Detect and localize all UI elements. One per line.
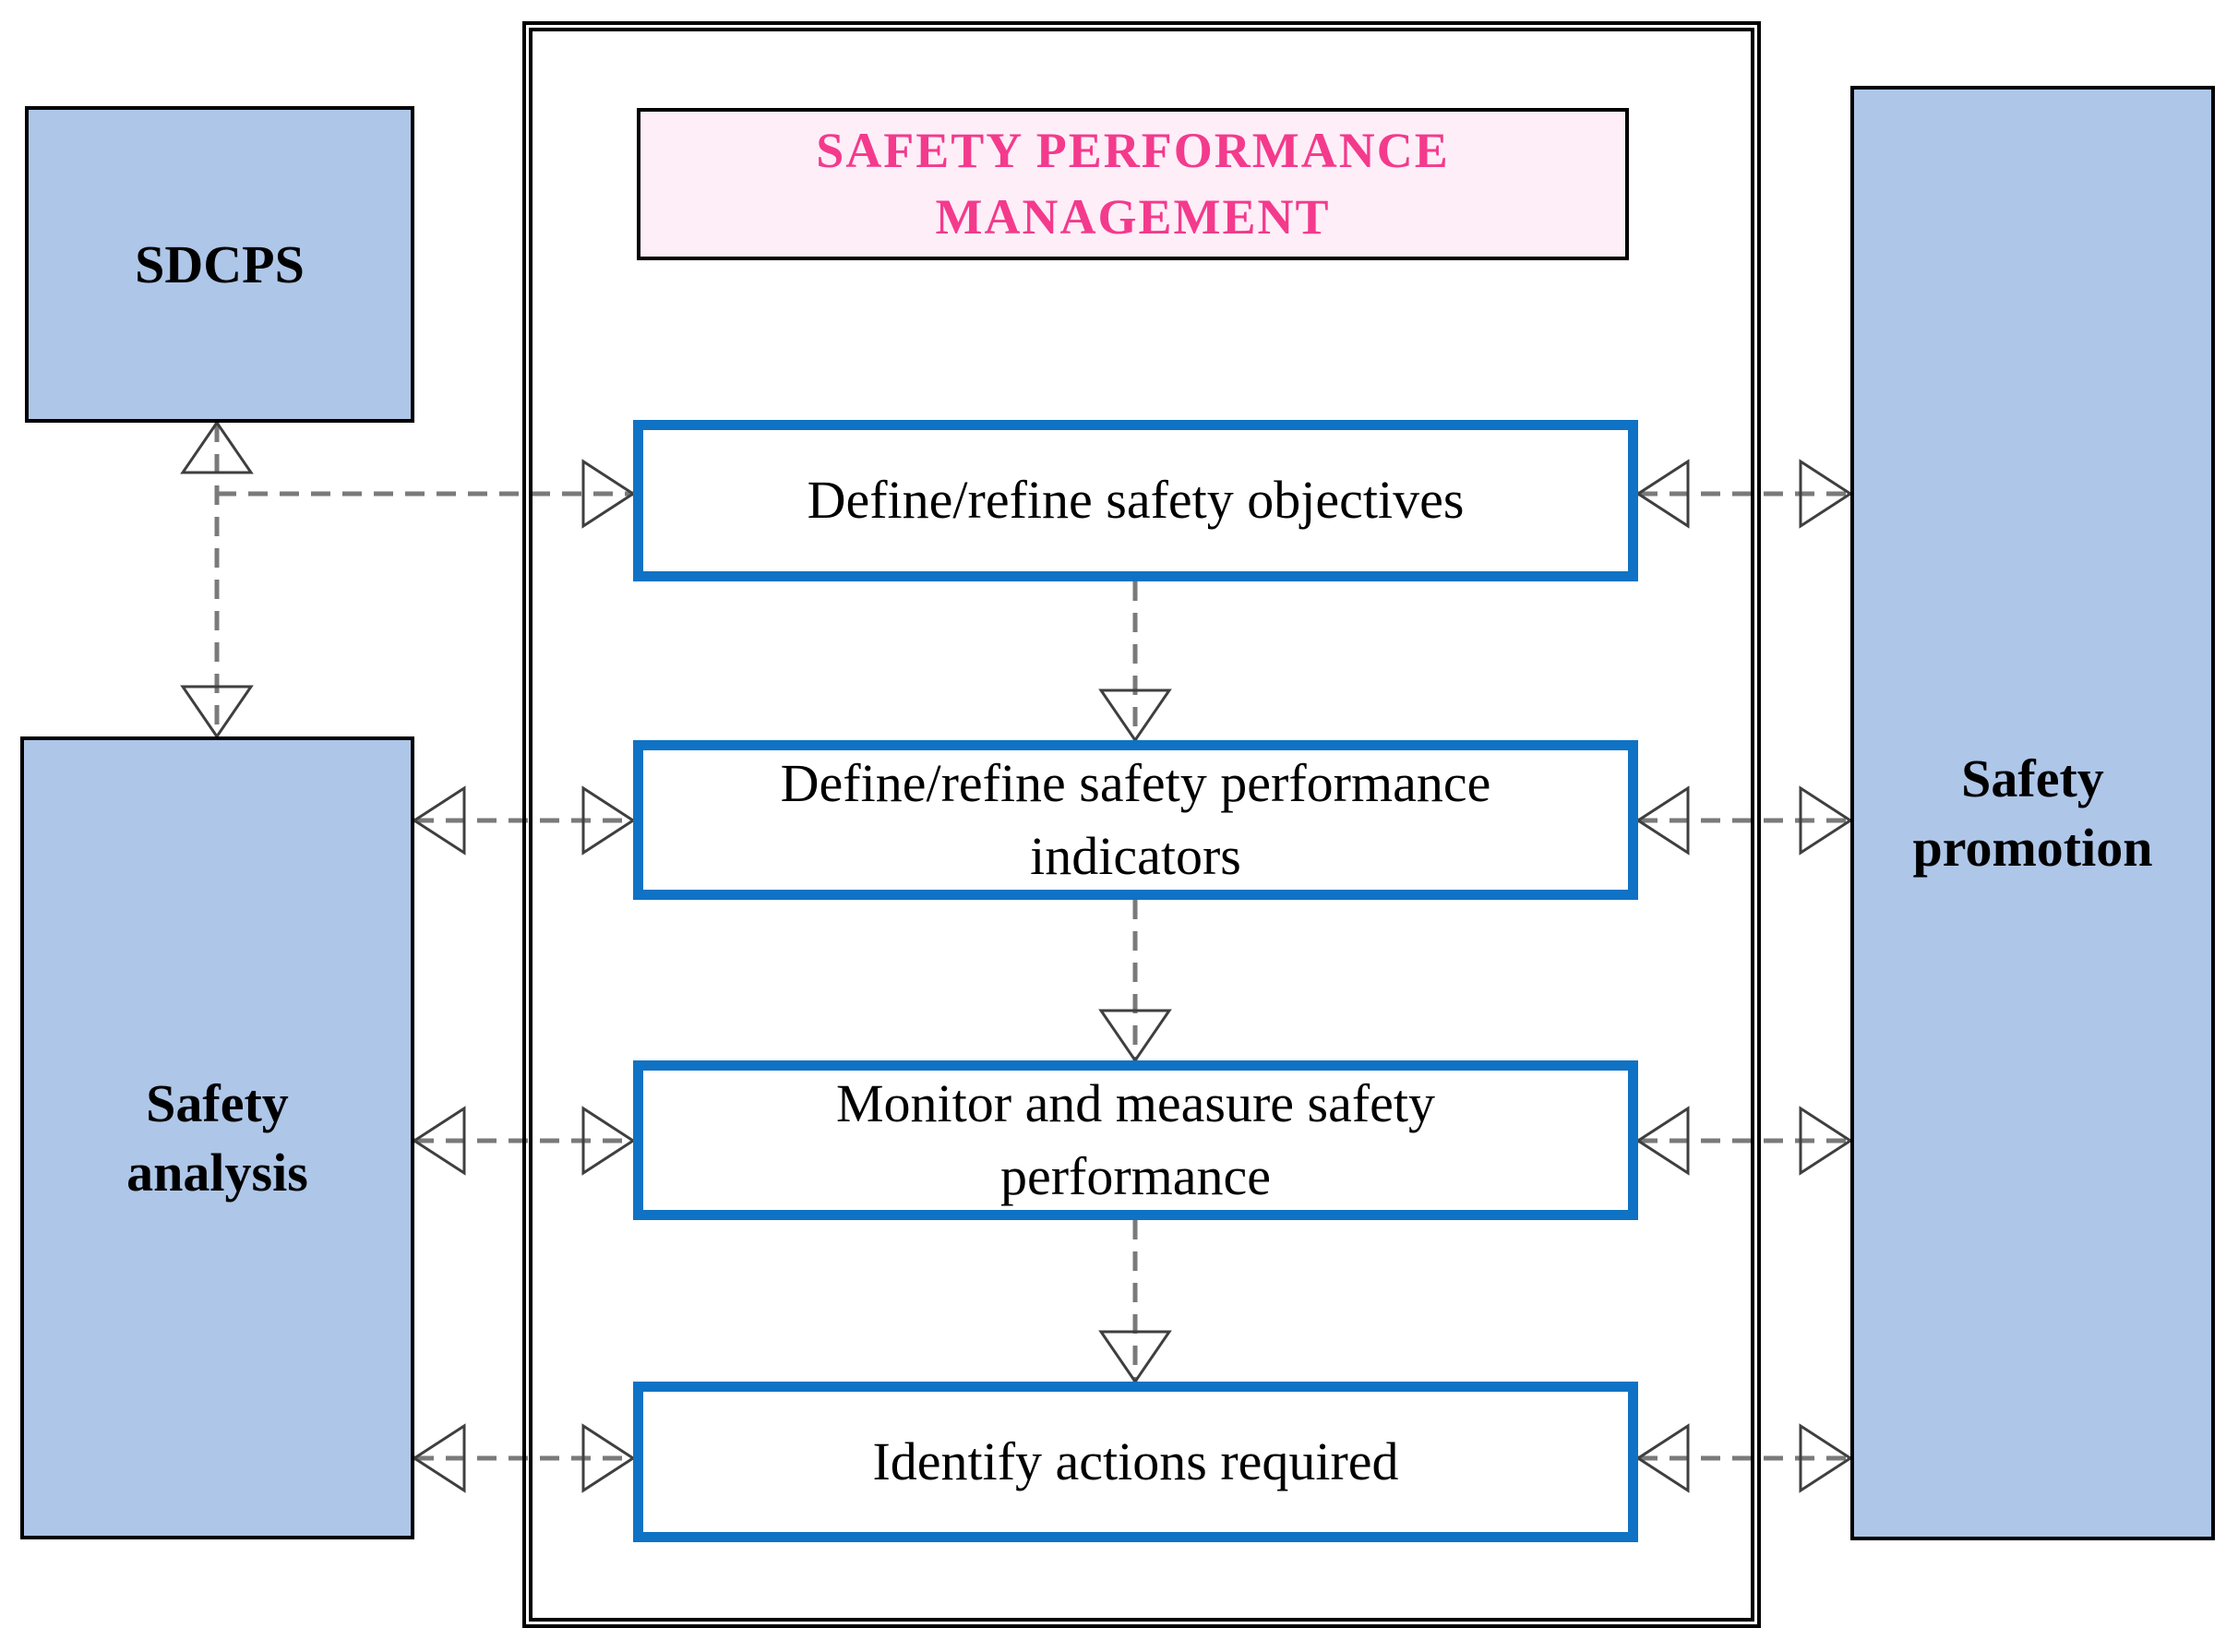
arrow-down-icon	[180, 685, 254, 739]
arrow-left-icon	[412, 785, 466, 856]
sdcps-node: SDCPS	[25, 106, 414, 423]
arrow-left-icon	[412, 1106, 466, 1176]
step-label: Define/refine safety objectives	[807, 470, 1465, 531]
sdcps-analysis-connector	[180, 420, 254, 739]
diagram-title-box: SAFETY PERFORMANCE MANAGEMENT	[637, 108, 1629, 260]
arrow-right-icon	[581, 1423, 636, 1493]
arrow-down-icon	[1098, 688, 1172, 743]
arrow-down-icon	[1098, 1009, 1172, 1063]
diagram-title-line2: MANAGEMENT	[935, 188, 1331, 245]
arrow-right-icon	[581, 1106, 636, 1176]
diagram-title-line1: SAFETY PERFORMANCE	[816, 123, 1450, 179]
step2-step3-connector	[1098, 900, 1172, 1063]
safety-promotion-node: Safety promotion	[1850, 86, 2215, 1540]
safety-performance-management-frame	[522, 21, 1761, 1628]
safety-analysis-node: Safety analysis	[20, 736, 414, 1539]
step1-promotion-connector	[1635, 459, 1853, 529]
arrow-left-icon	[412, 1423, 466, 1493]
arrow-right-icon	[581, 459, 636, 529]
step-label: Identify actions required	[872, 1431, 1399, 1491]
step-define-safety-performance-indicators: Define/refine safety performance indicat…	[633, 740, 1638, 900]
arrow-right-icon	[1799, 785, 1853, 856]
step-label: Monitor and measure safety performance	[835, 1073, 1436, 1206]
arrow-left-icon	[1635, 1106, 1690, 1176]
step-identify-actions-required: Identify actions required	[633, 1382, 1638, 1542]
arrow-right-icon	[1799, 1423, 1853, 1493]
arrow-left-icon	[1635, 785, 1690, 856]
arrow-right-icon	[1799, 459, 1853, 529]
step2-promotion-connector	[1635, 785, 1853, 856]
arrow-down-icon	[1098, 1330, 1172, 1384]
safety-analysis-label: Safety analysis	[126, 1072, 308, 1203]
step-label: Define/refine safety performance indicat…	[780, 753, 1491, 886]
arrow-left-icon	[1635, 1423, 1690, 1493]
arrow-left-icon	[1635, 459, 1690, 529]
step3-step4-connector	[1098, 1220, 1172, 1384]
step-define-safety-objectives: Define/refine safety objectives	[633, 420, 1638, 581]
sdcps-label: SDCPS	[135, 233, 305, 294]
arrow-up-icon	[180, 420, 254, 474]
step4-promotion-connector	[1635, 1423, 1853, 1493]
sdcps-to-step1-connector	[217, 459, 636, 529]
step3-promotion-connector	[1635, 1106, 1853, 1176]
safety-promotion-label: Safety promotion	[1912, 748, 2153, 878]
step-monitor-measure-safety-performance: Monitor and measure safety performance	[633, 1060, 1638, 1220]
step1-step2-connector	[1098, 581, 1172, 743]
arrow-right-icon	[1799, 1106, 1853, 1176]
arrow-right-icon	[581, 785, 636, 856]
